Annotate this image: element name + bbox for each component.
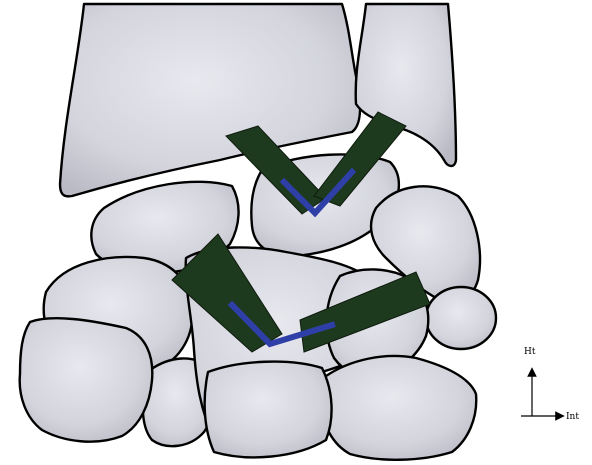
orientation-axes: Ht Int: [521, 347, 579, 422]
metacarpal-base-center: [205, 362, 332, 458]
horizontal-axis-label: Int: [566, 412, 579, 422]
metacarpal-base-left: [20, 318, 153, 441]
pisiform-bone: [426, 287, 496, 349]
metacarpal-base-right: [322, 356, 476, 460]
vertical-axis-label: Ht: [524, 347, 536, 357]
bones: [20, 4, 496, 460]
